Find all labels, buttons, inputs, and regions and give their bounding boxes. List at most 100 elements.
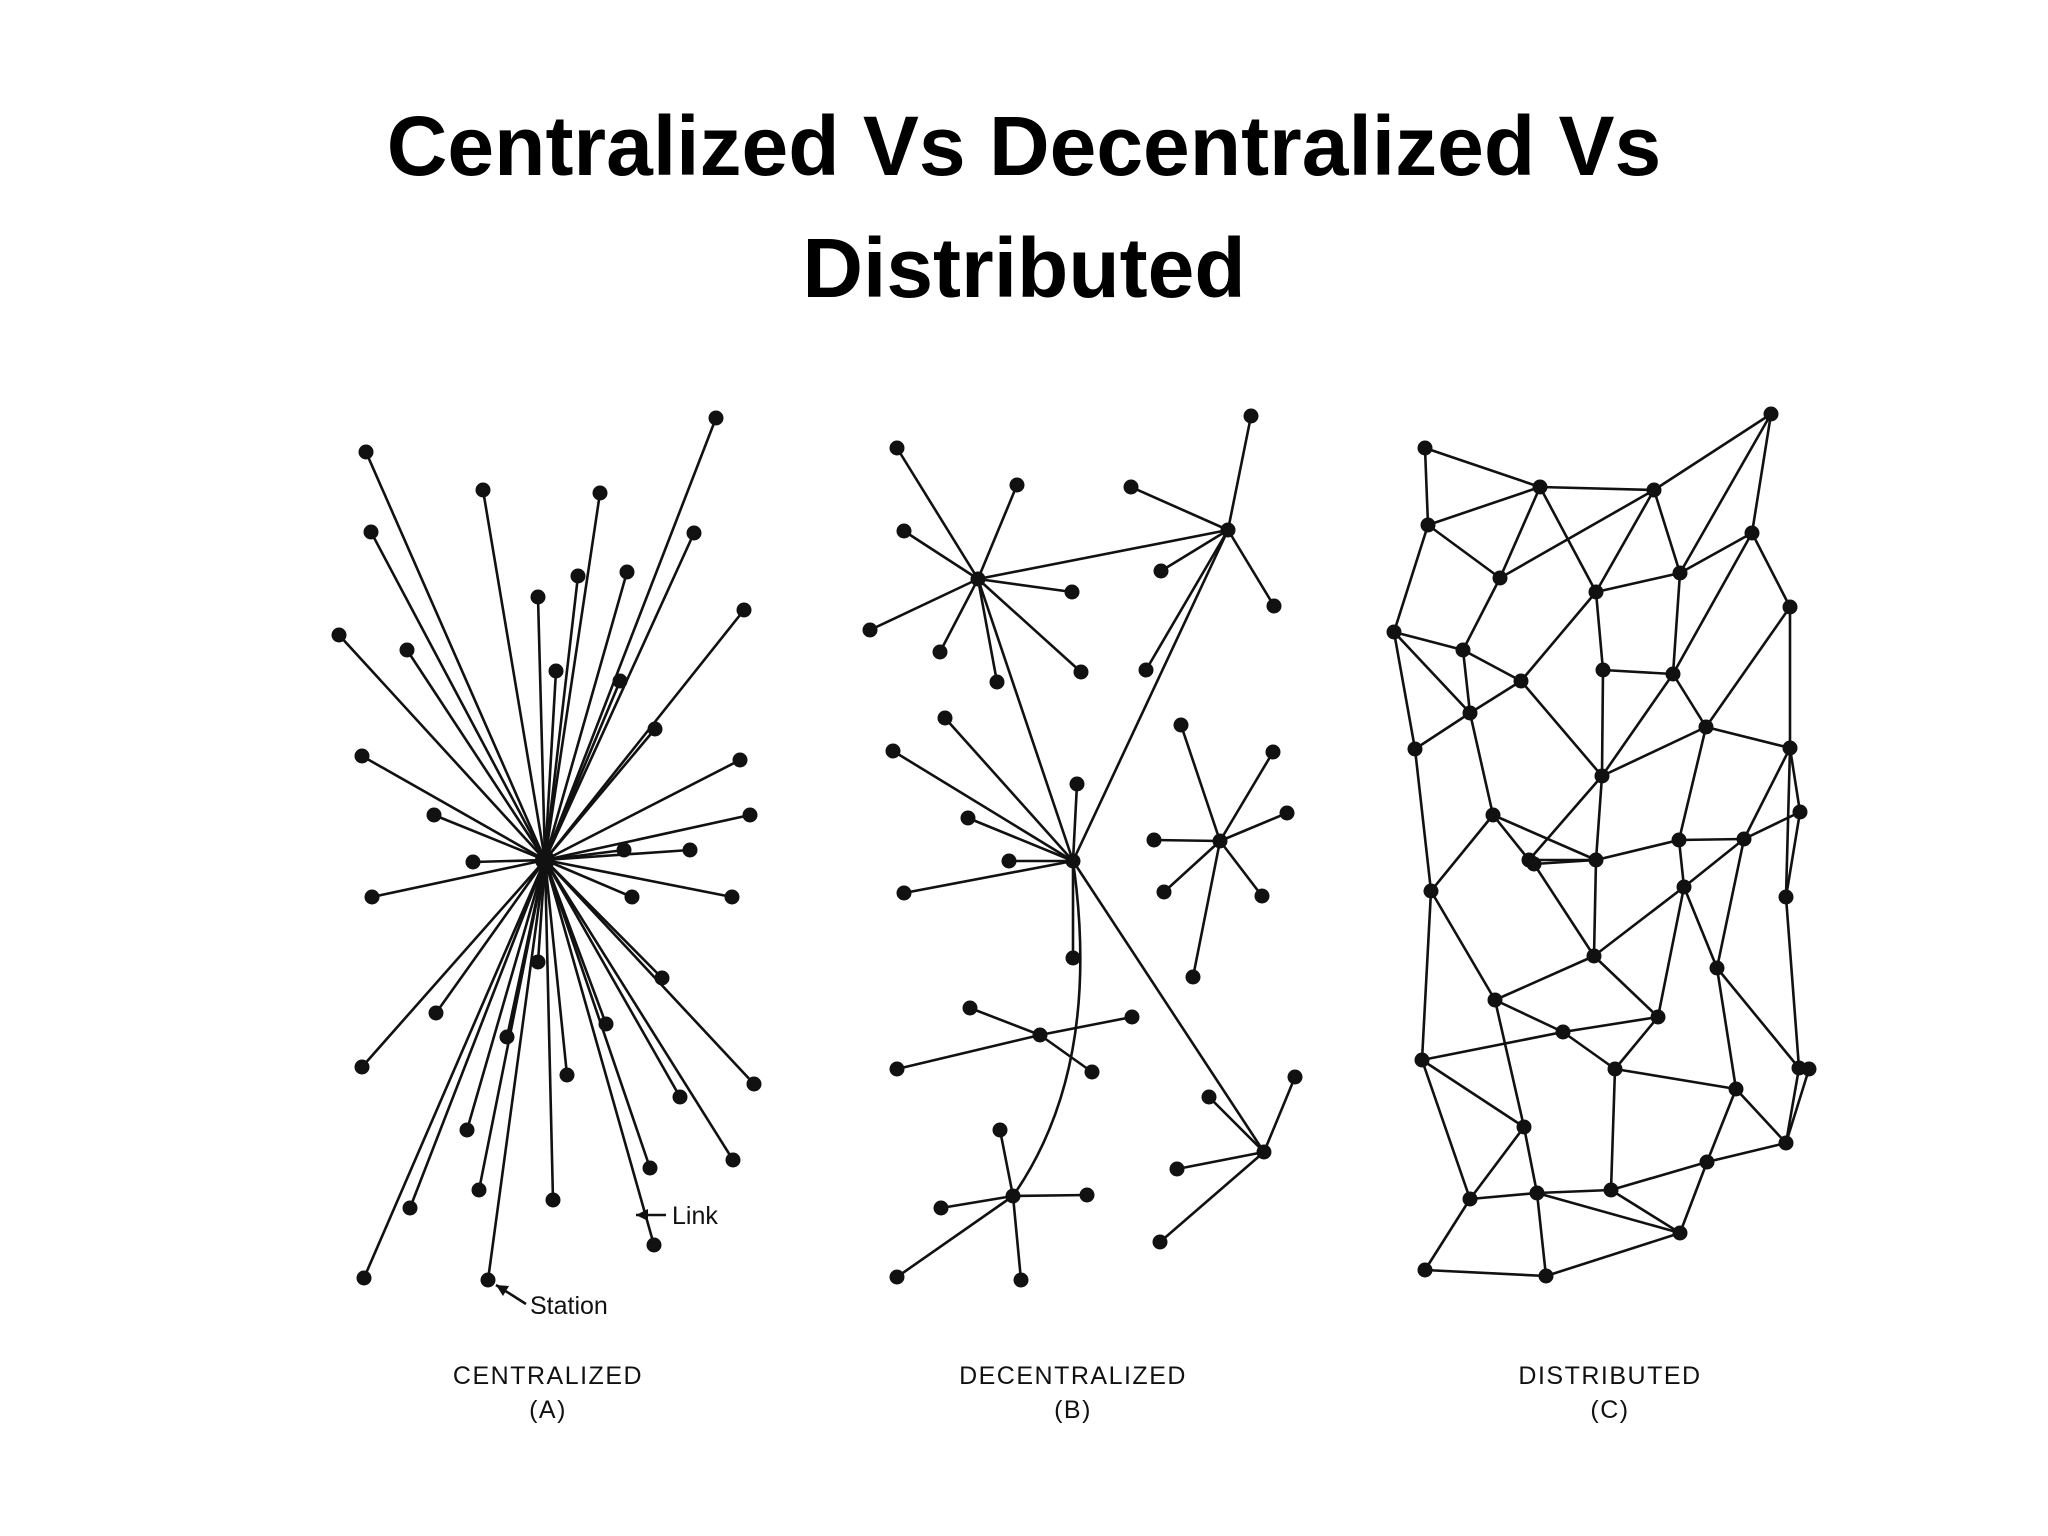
centralized-station-node [475, 482, 491, 498]
decentralized-station-node [1279, 805, 1295, 821]
centralized-station-node [682, 842, 698, 858]
decentralized-station-node [1156, 884, 1172, 900]
distributed-station-node [1782, 599, 1798, 615]
centralized-link [543, 609, 746, 861]
distributed-station-node [1526, 856, 1542, 872]
distributed-station-node [1671, 832, 1687, 848]
distributed-link [1429, 890, 1497, 1001]
decentralized-station-node [992, 1122, 1008, 1138]
centralized-station-node [654, 970, 670, 986]
distributed-link [1715, 967, 1738, 1090]
caption-distributed: DISTRIBUTED [1518, 1362, 1701, 1390]
distributed-station-node [1386, 624, 1402, 640]
decentralized-link [1160, 528, 1229, 573]
centralized-station-node [358, 444, 374, 460]
distributed-station-node [1414, 1052, 1430, 1068]
centralized-link [361, 859, 546, 1068]
distributed-link [1715, 838, 1746, 969]
distributed-station-node [1744, 525, 1760, 541]
decentralized-link [967, 816, 1074, 863]
decentralized-station-node [989, 674, 1005, 690]
centralized-link [369, 531, 547, 861]
distributed-link [1427, 485, 1541, 527]
distributed-station-node [1513, 673, 1529, 689]
decentralized-station-node [962, 1000, 978, 1016]
distributed-link [1461, 577, 1502, 651]
centralized-link [338, 634, 546, 861]
distributed-link [1469, 1191, 1538, 1201]
distributed-link [1594, 591, 1605, 671]
distributed-link [1532, 863, 1596, 957]
centralized-station-node [686, 525, 702, 541]
distributed-link [1421, 1058, 1525, 1129]
link-label: Link [672, 1202, 718, 1230]
caption-centralized: CENTRALIZED [453, 1362, 643, 1390]
distributed-link [1656, 886, 1686, 1018]
decentralized-station-node [1287, 1069, 1303, 1085]
hub-to-hub-link [976, 578, 1075, 862]
distributed-link [1671, 572, 1682, 675]
decentralized-station-node [885, 743, 901, 759]
distributed-link [1533, 858, 1597, 866]
decentralized-station-node [1201, 1089, 1217, 1105]
distributed-station-node [1417, 1262, 1433, 1278]
distributed-station-node [1728, 1081, 1744, 1097]
distributed-station-node [1462, 705, 1478, 721]
distributed-station-node [1555, 1024, 1571, 1040]
distributed-station-node [1782, 740, 1798, 756]
distributed-link [1704, 606, 1792, 728]
centralized-station-node [471, 1182, 487, 1198]
distributed-link [1492, 813, 1597, 862]
decentralized-station-node [896, 885, 912, 901]
distributed-station-node [1420, 517, 1436, 533]
centralized-link [543, 417, 718, 861]
distributed-link [1705, 1088, 1738, 1163]
distributed-link [1522, 1126, 1539, 1194]
distributed-link [1528, 775, 1603, 861]
centralized-link [465, 859, 547, 1131]
decentralized-station-node [1173, 717, 1189, 733]
centralized-station-node [746, 1076, 762, 1092]
decentralized-station-node [1169, 1161, 1185, 1177]
distributed-link [1593, 885, 1685, 958]
distributed-link [1784, 747, 1792, 898]
decentralized-station-node [1065, 950, 1081, 966]
distributed-link [1784, 811, 1802, 898]
distributed-link [1671, 532, 1754, 675]
centralized-station-node [736, 602, 752, 618]
decentralized-station-node [862, 622, 878, 638]
decentralized-link [896, 1033, 1041, 1071]
sublabel-distributed: (C) [1590, 1396, 1629, 1424]
decentralized-station-node [1064, 584, 1080, 600]
centralized-station-node [399, 642, 415, 658]
distributed-station-node [1778, 1135, 1794, 1151]
distributed-link [1678, 1161, 1709, 1234]
hub-to-hub-link [1071, 860, 1266, 1153]
centralized-station-node [480, 1272, 496, 1288]
distributed-station-node [1455, 642, 1471, 658]
centralized-station-node [598, 1016, 614, 1032]
centralized-link [543, 492, 602, 861]
distributed-station-node [1487, 992, 1503, 1008]
decentralized-link [1179, 724, 1222, 842]
decentralized-station-node [1001, 853, 1017, 869]
distributed-link [1653, 412, 1772, 492]
centralized-link [481, 489, 547, 861]
decentralized-station-node [889, 1061, 905, 1077]
centralized-link [364, 451, 547, 861]
decentralized-hub-node [1256, 1144, 1272, 1160]
decentralized-station-node [933, 1200, 949, 1216]
distributed-station-node [1462, 1191, 1478, 1207]
slide-title: Centralized Vs Decentralized Vs Distribu… [0, 85, 2048, 329]
distributed-station-node [1709, 960, 1725, 976]
distributed-station-node [1492, 570, 1508, 586]
centralized-station-node [672, 1089, 688, 1105]
distributed-link [1423, 1198, 1472, 1271]
centralized-station-node [545, 1192, 561, 1208]
decentralized-hub-node [1220, 522, 1236, 538]
decentralized-station-node [1084, 1064, 1100, 1080]
distributed-link [1494, 998, 1564, 1034]
hub-to-hub-link [1071, 529, 1230, 862]
distributed-link [1600, 669, 1605, 777]
centralized-station-node [426, 807, 442, 823]
